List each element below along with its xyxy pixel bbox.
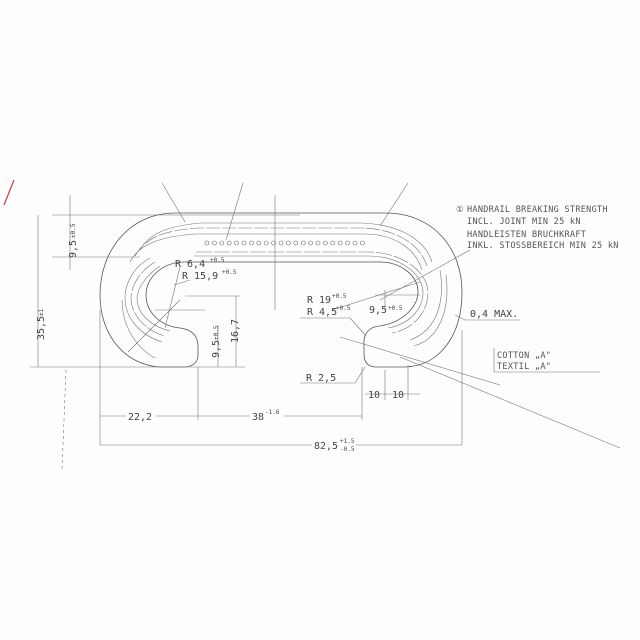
dim-r-19: R 19 (307, 295, 331, 306)
note-line-4: INKL. STOSSBEREICH MIN 25 kN (467, 241, 619, 251)
breaking-strength-note: ① HANDRAIL BREAKING STRENGTH INCL. JOINT… (456, 205, 619, 251)
cord-hole (352, 240, 358, 246)
cord-hole (234, 240, 239, 246)
cord-hole (293, 240, 299, 246)
dim-r-6-4-tol: +0.5 (210, 257, 225, 264)
dim-r-4-5: R 4,5 (307, 307, 337, 318)
dim-lip-height: 9,5 (211, 340, 222, 358)
cord-hole (226, 240, 232, 246)
dim-overall-width-tol-lower: -0.5 (340, 446, 355, 453)
dim-r-6-4: R 6,4 (175, 259, 205, 270)
cord-hole (256, 240, 262, 246)
dim-r-2-5: R 2,5 (306, 373, 336, 384)
material-line-1: COTTON „A" (497, 351, 551, 361)
cord-hole (330, 240, 336, 246)
note-line-2: INCL. JOINT MIN 25 kN (467, 217, 581, 227)
cord-hole (286, 240, 291, 246)
cord-hole (278, 240, 284, 246)
cord-hole (219, 240, 225, 246)
dim-side-thickness: 9,5 (369, 305, 387, 316)
dim-r-15-9-tol: +0.5 (222, 269, 237, 276)
dim-top-thickness: 9,5 (68, 240, 79, 258)
cord-hole (212, 240, 217, 246)
cord-hole (249, 240, 254, 246)
dimension-lines (30, 195, 600, 471)
material-line-2: TEXTIL „A" (497, 362, 551, 372)
cord-hole (300, 240, 306, 246)
dim-left-width: 22,2 (128, 412, 152, 423)
dim-lip-10-b: 10 (392, 390, 404, 401)
dim-top-thickness-tol: ±0.5 (70, 223, 77, 238)
dim-inner-height: 16,7 (230, 319, 241, 343)
dim-r-15-9: R 15,9 (182, 271, 218, 282)
dim-max-tolerance: 0,4 MAX. (470, 309, 518, 320)
cord-hole (241, 240, 247, 246)
dim-overall-width-tol-upper: +1.5 (340, 438, 355, 445)
reinforcement-cord-row (204, 240, 365, 246)
dim-overall-width: 82,5 (314, 441, 338, 452)
cord-hole (337, 240, 343, 246)
cord-hole (315, 240, 321, 246)
cord-hole (323, 240, 328, 246)
cord-hole (345, 240, 350, 246)
handrail-outer-profile (99, 212, 463, 368)
dim-r-4-5-tol: +0.5 (336, 305, 351, 312)
cord-hole (308, 240, 313, 246)
dim-overall-height-tol: ±1 (38, 308, 45, 316)
dimension-labels: 9,5 ±0.5 35,5 ±1 R 6,4 +0.5 R 15,9 +0.5 … (36, 223, 551, 453)
dim-side-thickness-tol: +0.5 (388, 305, 403, 312)
dim-overall-height: 35,5 (36, 316, 47, 340)
leader-lines (127, 182, 621, 449)
dim-lip-height-tol: ±0.5 (213, 325, 220, 340)
dim-lip-10-a: 10 (368, 390, 380, 401)
dim-opening-width-tol: -1.6 (265, 409, 280, 416)
stray-mark (3, 179, 15, 206)
cord-hole (204, 240, 210, 246)
fabric-ply-layers (121, 222, 448, 359)
cord-hole (263, 240, 269, 246)
cord-hole (360, 240, 365, 246)
dim-opening-width: 38 (252, 412, 264, 423)
cord-hole (271, 240, 276, 246)
note-line-3: HANDLEISTEN BRUCHKRAFT (467, 230, 586, 240)
note-marker: ① (456, 205, 464, 215)
dim-r-19-tol: +0.5 (332, 293, 347, 300)
note-line-1: HANDRAIL BREAKING STRENGTH (467, 205, 608, 215)
